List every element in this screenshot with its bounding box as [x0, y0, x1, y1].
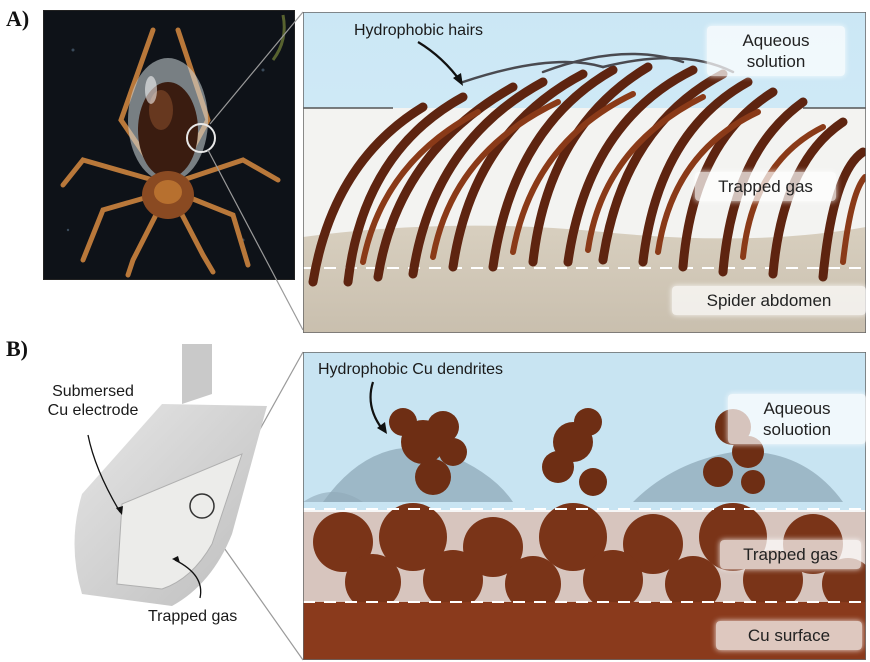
label-aqueous-solution-a: Aqueous solution — [707, 26, 845, 76]
label-electrode-line2: Cu electrode — [38, 401, 148, 420]
label-submersed-electrode: Submersed Cu electrode — [38, 382, 148, 420]
label-trapped-gas-a: Trapped gas — [695, 172, 836, 201]
label-aqueous-line1-b: Aqueous — [736, 398, 858, 419]
label-aqueous-line2: solution — [715, 51, 837, 72]
panel-b-letter: B) — [6, 336, 28, 362]
panel-a-letter: A) — [6, 6, 29, 32]
label-spider-abdomen: Spider abdomen — [672, 286, 866, 315]
label-electrode-line1: Submersed — [38, 382, 148, 401]
callout-hydrophobic-hairs: Hydrophobic hairs — [354, 21, 483, 40]
label-cu-surface: Cu surface — [716, 621, 862, 650]
label-aqueous-solution-b: Aqueous soluotion — [728, 394, 866, 444]
label-trapped-gas-left: Trapped gas — [148, 607, 237, 626]
label-trapped-gas-b: Trapped gas — [720, 540, 861, 569]
label-aqueous-line1: Aqueous — [715, 30, 837, 51]
label-aqueous-line2-b: soluotion — [736, 419, 858, 440]
callout-hydrophobic-dendrites: Hydrophobic Cu dendrites — [318, 360, 503, 379]
spider-photo — [43, 10, 295, 280]
